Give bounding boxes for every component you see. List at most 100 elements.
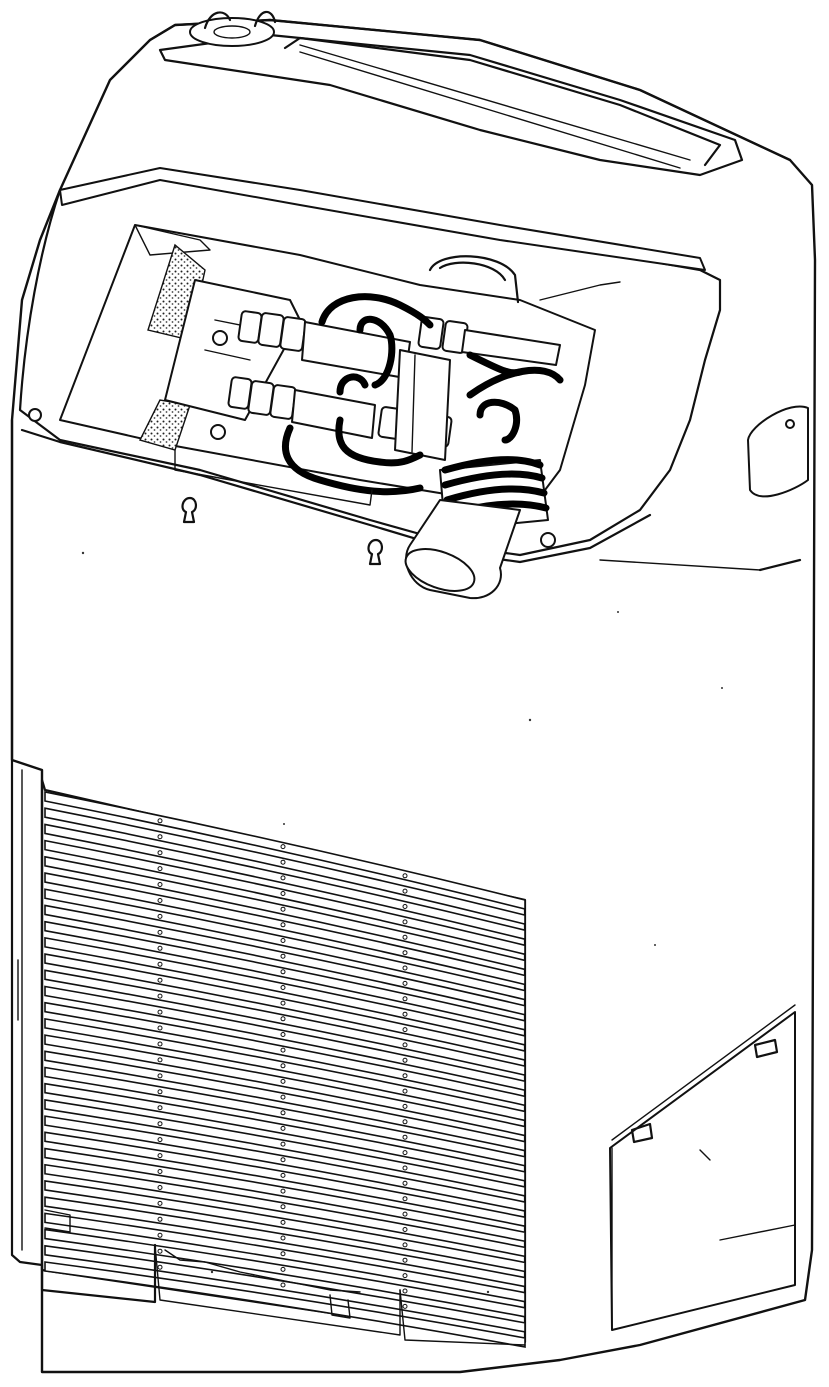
grille-rivet <box>280 1125 286 1131</box>
grille-rivet <box>402 1196 408 1202</box>
grille-slat <box>44 839 526 956</box>
grille-rivet <box>157 1025 163 1031</box>
grille-rivet <box>402 1027 408 1033</box>
grille-rivet <box>157 1216 163 1222</box>
manifold-block <box>394 349 451 461</box>
grille-rivet <box>402 888 408 894</box>
grille-rivet <box>157 993 163 999</box>
grille-rivet <box>402 1211 408 1217</box>
grille-rivet <box>157 1121 163 1127</box>
grille-slat <box>44 1131 526 1228</box>
filter-cover <box>609 1004 796 1331</box>
control-knob <box>189 17 275 47</box>
grille-rivet <box>402 996 408 1002</box>
grille-rivet <box>280 953 286 959</box>
grille-rivet <box>402 1165 408 1171</box>
grille-rivet <box>157 1041 163 1047</box>
grille-rivet <box>402 950 408 956</box>
grille-rivet <box>157 866 163 872</box>
grille-rivet <box>157 1200 163 1206</box>
grille-rivet <box>157 882 163 887</box>
grille-rivet <box>402 873 408 879</box>
grille-rivet <box>280 1078 286 1084</box>
grille-rivet <box>280 1266 286 1272</box>
grille-rivet <box>280 1251 286 1257</box>
top-handle <box>148 10 792 177</box>
grille-rivet <box>280 1016 286 1022</box>
grille-rivet <box>402 1057 408 1063</box>
grille-rivet <box>280 906 286 912</box>
grille-rivet <box>157 1185 163 1190</box>
grille-rivet <box>280 1282 286 1288</box>
grille-rivet <box>157 1232 163 1238</box>
grille-rivet <box>157 1169 163 1174</box>
grille-slat <box>44 1163 526 1258</box>
grille-slat <box>44 791 526 911</box>
grille-slat <box>44 1228 526 1318</box>
grille-rivet <box>280 1047 286 1053</box>
grille-slat <box>44 969 526 1077</box>
grille-rivet <box>280 1188 286 1194</box>
grille-slat <box>44 1017 526 1122</box>
internal-compartment <box>59 224 621 600</box>
grille-rivet <box>157 913 163 919</box>
grille-rivet <box>402 934 408 940</box>
grille-slat <box>44 823 526 941</box>
grille-rivet <box>402 1303 408 1309</box>
grille-slat <box>44 936 526 1046</box>
keyhole-slots <box>181 496 383 566</box>
grille-rivet <box>402 1227 408 1232</box>
access-flap <box>59 167 706 271</box>
grille-rivet <box>402 1042 408 1048</box>
grille-rivet <box>157 898 163 903</box>
grille-rivet <box>280 922 286 928</box>
grille-rivet <box>402 965 408 971</box>
grille-slat <box>44 807 526 926</box>
grille-slat <box>44 872 526 986</box>
grille-slat <box>44 1180 526 1273</box>
grille-rivet <box>402 904 408 909</box>
grille-rivet <box>157 1009 163 1015</box>
grille-rivet <box>280 1204 286 1210</box>
grille-slat <box>44 953 526 1062</box>
grille-rivet <box>280 1141 286 1147</box>
grille-rivet <box>402 1088 408 1094</box>
grille-slat <box>44 1244 526 1333</box>
coolant-hoses <box>281 293 564 496</box>
grille-rivet <box>157 834 163 840</box>
grille-slat <box>44 888 526 1001</box>
grille-rivet <box>402 1180 408 1186</box>
grille-rivet <box>157 818 163 824</box>
grille-rivet <box>280 985 286 990</box>
grille-slat <box>44 855 526 971</box>
print-specks <box>81 551 723 1294</box>
grille-rivet <box>157 1105 163 1111</box>
grille-rivet <box>157 1248 163 1254</box>
grille-rivet <box>280 1219 286 1225</box>
grille-rivet <box>280 1235 286 1241</box>
grille-rivet <box>402 1150 408 1156</box>
grille-rivet <box>280 1110 286 1116</box>
grille-slat <box>44 1212 526 1303</box>
side-handle <box>747 405 809 498</box>
grille-rivet <box>402 1273 408 1279</box>
grille-rivet <box>280 1032 286 1037</box>
grille-rivet <box>157 945 163 951</box>
drain-hose-outlet <box>404 456 550 600</box>
grille-rivet <box>402 919 408 925</box>
grille-rivet <box>280 1157 286 1163</box>
grille-rivet <box>157 1264 163 1270</box>
base-trim <box>40 1209 526 1346</box>
grille-rivet <box>402 1119 408 1125</box>
grille-rivet <box>157 1057 163 1063</box>
grille-slat <box>44 1115 526 1213</box>
grille-slat <box>44 1082 526 1182</box>
grille-slat <box>44 985 526 1092</box>
grille-rivet <box>280 938 286 943</box>
grille-slat <box>44 1261 526 1348</box>
grille-slat <box>44 920 526 1031</box>
grille-rivet <box>157 1073 163 1079</box>
grille-rivet <box>280 1000 286 1006</box>
grille-rivet <box>280 1063 286 1069</box>
